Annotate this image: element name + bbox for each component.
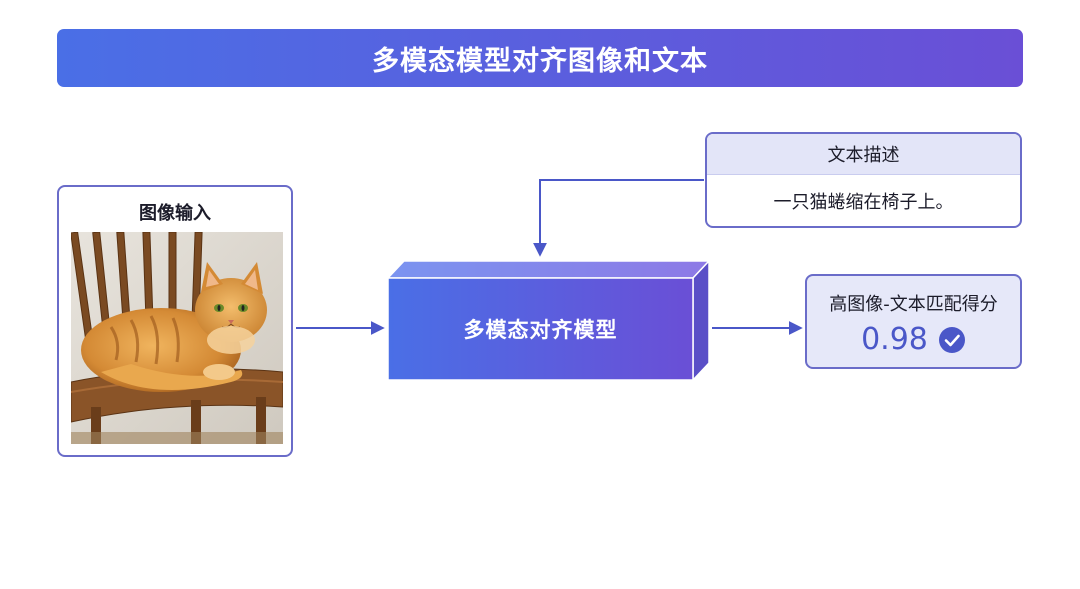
text-description-card: 文本描述 一只猫蜷缩在椅子上。 [705,132,1022,228]
text-description-header: 文本描述 [707,134,1020,175]
image-input-card: 图像输入 [57,185,293,457]
text-description-content: 一只猫蜷缩在椅子上。 [707,175,1020,227]
match-score-card: 高图像-文本匹配得分 0.98 [805,274,1022,369]
check-circle-icon [938,326,966,354]
image-input-label: 图像输入 [59,199,291,225]
model-label: 多模态对齐模型 [388,278,693,380]
model-block-side [693,261,709,380]
match-score-row: 0.98 [807,322,1020,357]
match-score-value: 0.98 [861,322,928,357]
cat-on-chair-image [71,232,283,444]
cat-photo [71,232,283,444]
match-score-label: 高图像-文本匹配得分 [807,290,1020,316]
arrow-text-to-model [540,180,704,254]
model-block-top [388,261,709,278]
